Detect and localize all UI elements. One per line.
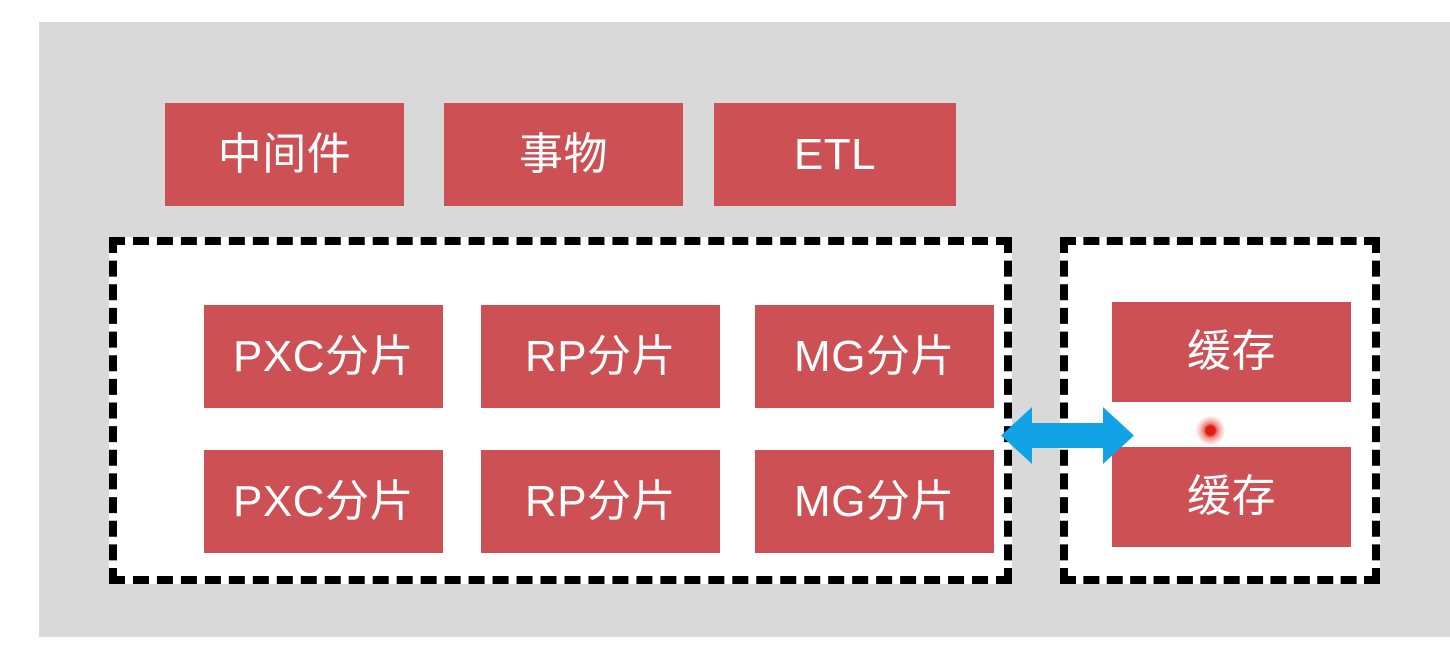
- shard-box-rp-1[interactable]: RP分片: [481, 305, 720, 408]
- cache-group-container: 缓存 缓存: [1060, 237, 1380, 584]
- service-box-middleware[interactable]: 中间件: [165, 103, 404, 206]
- cache-box-2[interactable]: 缓存: [1112, 447, 1351, 547]
- shard-box-mg-2[interactable]: MG分片: [755, 450, 994, 553]
- shard-box-pxc-1[interactable]: PXC分片: [204, 305, 443, 408]
- double-arrow-icon: [1001, 405, 1134, 466]
- slide-canvas: 中间件 事物 ETL PXC分片 RP分片 MG分片 PXC分片 RP分片 MG…: [39, 22, 1450, 637]
- shard-box-mg-1[interactable]: MG分片: [755, 305, 994, 408]
- service-box-etl[interactable]: ETL: [714, 103, 956, 206]
- shard-box-rp-2[interactable]: RP分片: [481, 450, 720, 553]
- shard-group-container: PXC分片 RP分片 MG分片 PXC分片 RP分片 MG分片: [109, 237, 1012, 584]
- service-box-transaction[interactable]: 事物: [444, 103, 683, 206]
- shard-box-pxc-2[interactable]: PXC分片: [204, 450, 443, 553]
- cache-box-1[interactable]: 缓存: [1112, 302, 1351, 402]
